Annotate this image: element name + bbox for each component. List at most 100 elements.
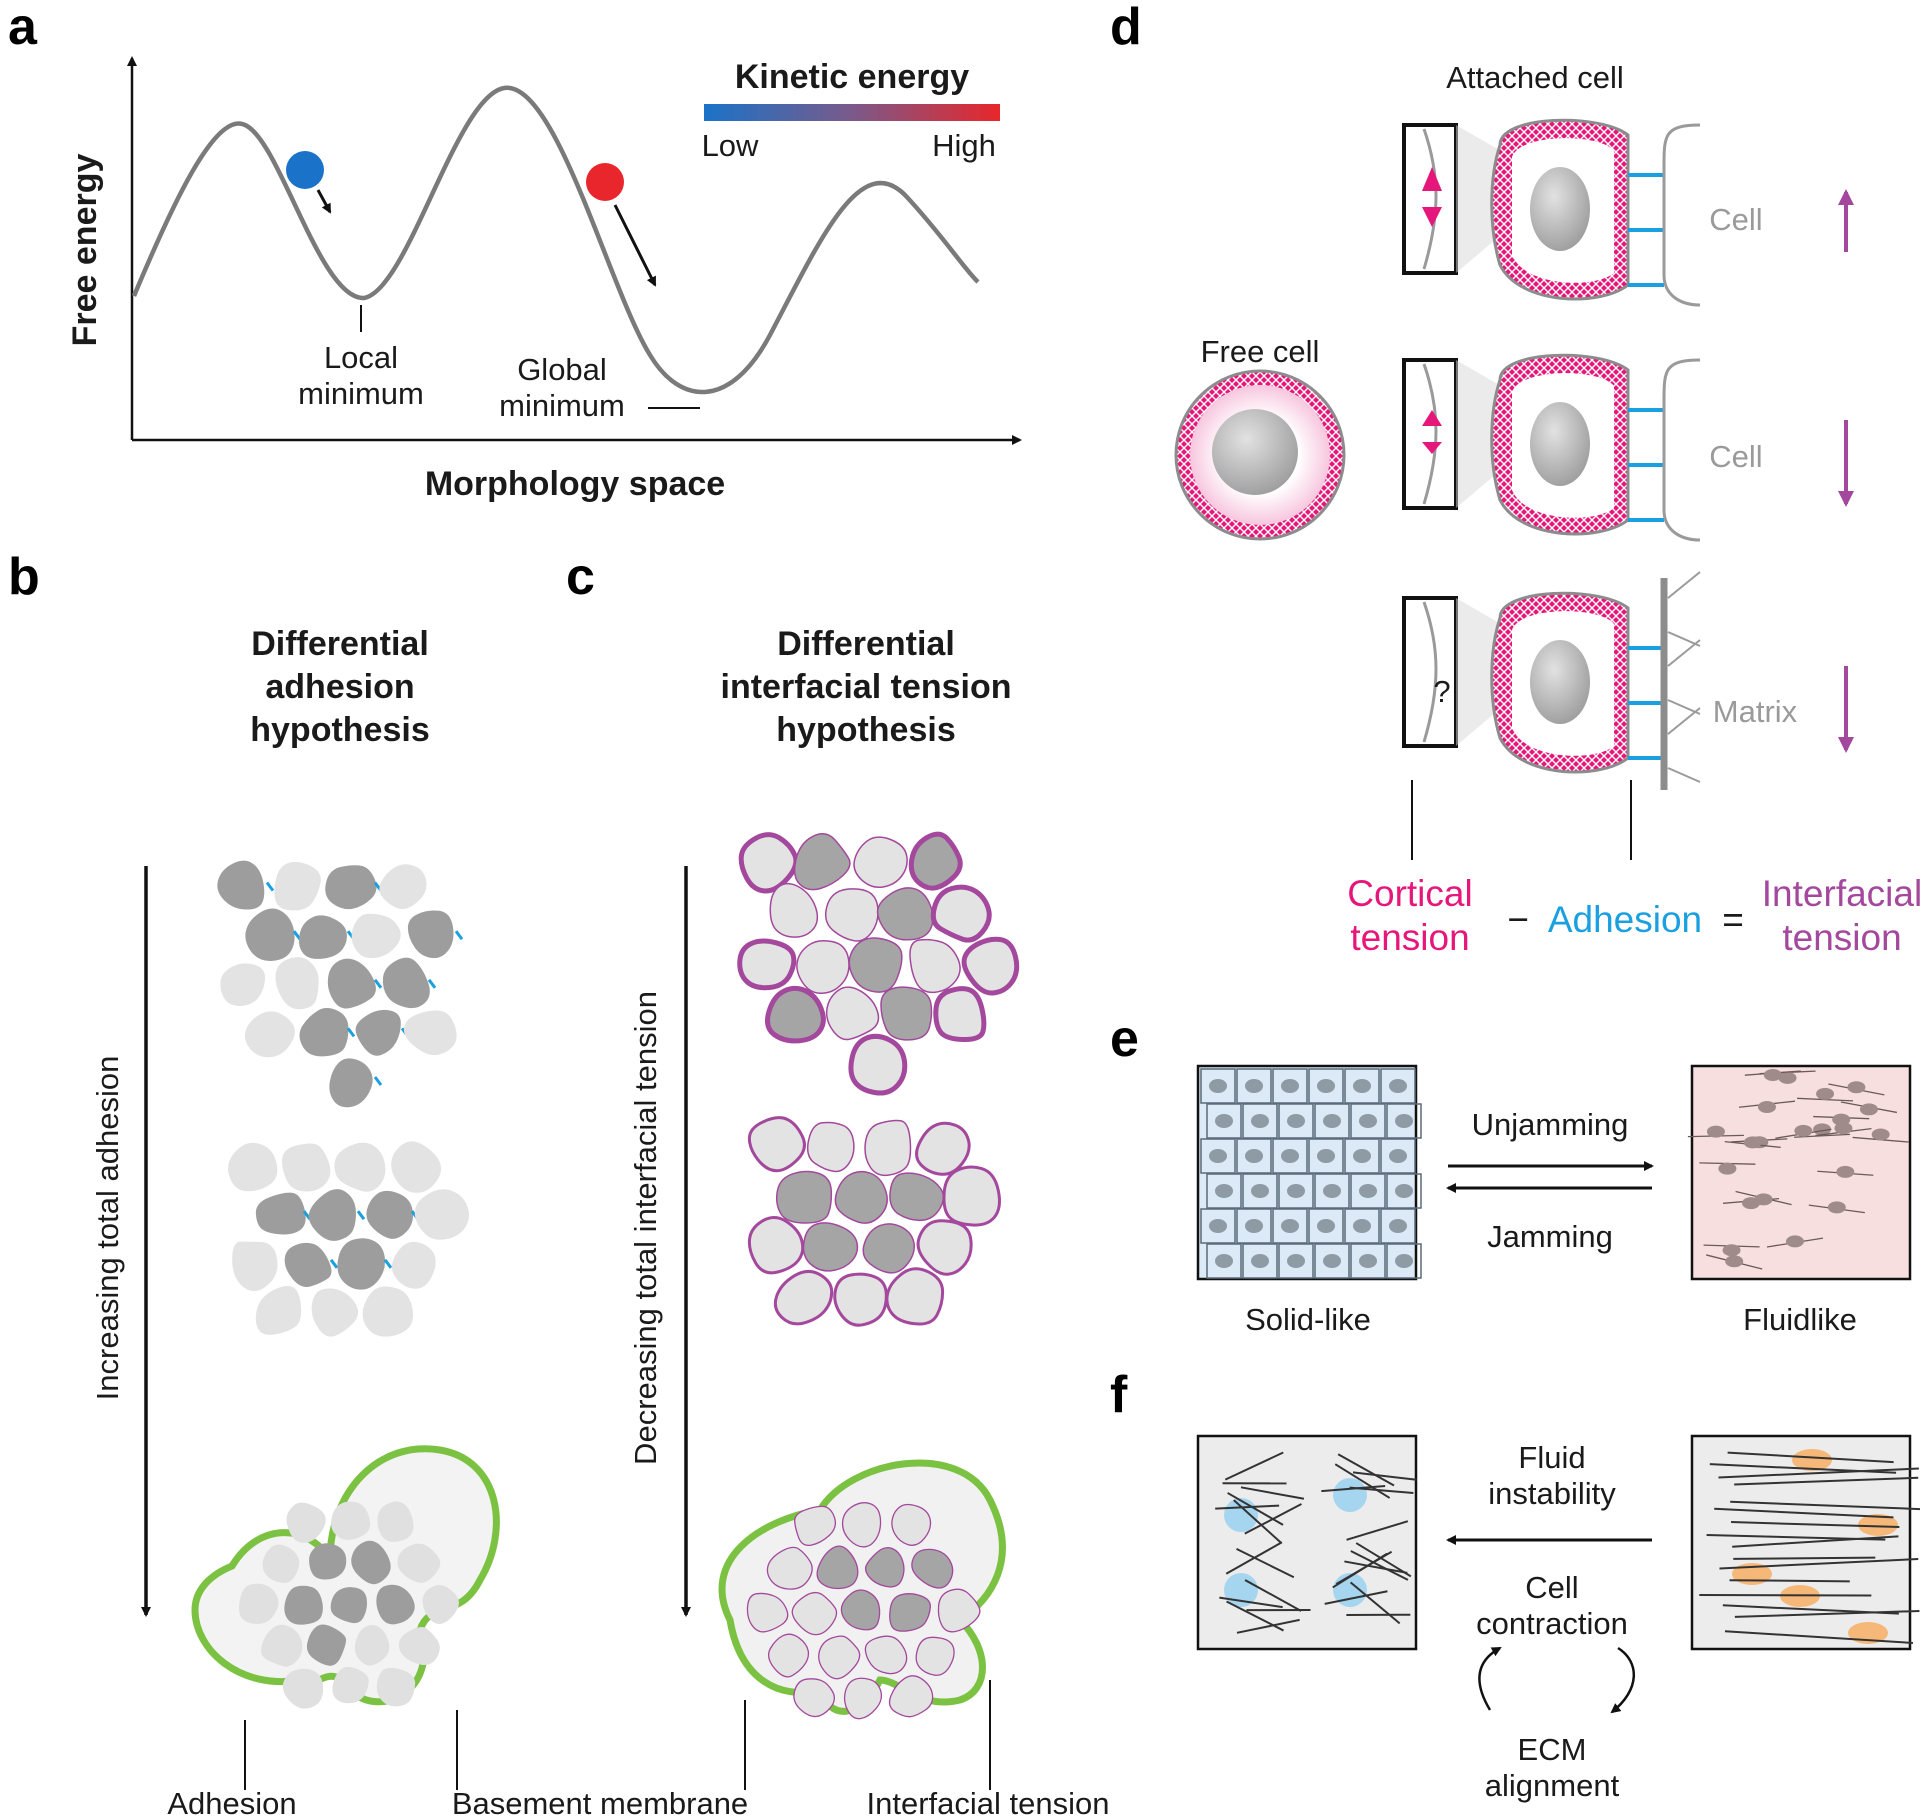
attached-cell-title: Attached cell [1446, 60, 1624, 95]
solid-nucleus [1359, 1184, 1377, 1198]
low-energy-ball [286, 151, 324, 189]
cell [937, 1588, 981, 1633]
interfacial-label-1: Interfacial [1762, 873, 1920, 914]
panel-b-title-2: adhesion [265, 668, 414, 706]
x-axis-label: Morphology space [425, 465, 725, 503]
solid-cell [1242, 1103, 1278, 1139]
cell [746, 1592, 789, 1633]
solid-cell [1386, 1103, 1422, 1139]
cell [793, 1678, 836, 1718]
cell [382, 957, 430, 1009]
feedback-arrow-right [1610, 1646, 1635, 1714]
cell [244, 1011, 295, 1058]
colorbar-low: Low [702, 128, 759, 163]
relaxed-cell [1858, 1514, 1898, 1536]
fluid-nucleus [1827, 1201, 1846, 1214]
solid-cell [1380, 1208, 1416, 1244]
cell [961, 936, 1020, 996]
colorbar-high: High [932, 128, 996, 163]
cell [351, 913, 401, 959]
contracted-ecm [1196, 1434, 1418, 1651]
matrix-fiber [1667, 767, 1701, 783]
global-min-label-2: minimum [499, 388, 625, 423]
cell [848, 1033, 908, 1096]
panel-a-label: a [8, 0, 38, 56]
cell-contraction-1: Cell [1525, 1570, 1578, 1605]
panel-c-title-3: hypothesis [776, 711, 955, 749]
cell [255, 1285, 302, 1335]
cell [245, 908, 295, 961]
panel-d: d Attached cell Free cell Cell Cell Matr… [1110, 0, 1920, 958]
ecm-fiber [1334, 1463, 1391, 1499]
cell [747, 1116, 806, 1173]
adhesion-bond [329, 1258, 339, 1269]
nucleus [1530, 167, 1590, 251]
solid-nucleus [1287, 1254, 1305, 1268]
cell [915, 1636, 955, 1676]
solid-cell [1350, 1243, 1386, 1279]
fluid-nucleus [1722, 1244, 1741, 1257]
low-ball-arrow [316, 189, 332, 214]
ecm-fiber [1734, 1476, 1919, 1486]
high-energy-ball [586, 163, 624, 201]
fluid-nucleus [1725, 1255, 1744, 1268]
tension-arrow-label: Decreasing total interfacial tension [628, 991, 663, 1465]
panel-b-title-3: hypothesis [250, 711, 429, 749]
row2-partner: Cell [1709, 439, 1762, 474]
cell [286, 1502, 326, 1543]
solid-nucleus [1209, 1079, 1227, 1093]
ecm-fiber [1350, 1550, 1409, 1581]
attached-cell-rows [1402, 118, 1701, 790]
solid-nucleus [1251, 1114, 1269, 1128]
ecm-alignment-1: ECM [1518, 1732, 1587, 1767]
solid-cell [1386, 1173, 1422, 1209]
cell [306, 1624, 347, 1666]
adhesion-bond [265, 881, 275, 892]
solid-nucleus [1359, 1114, 1377, 1128]
cell [889, 1172, 945, 1222]
cell [915, 1121, 971, 1176]
ecm-fiber [1718, 1467, 1919, 1479]
panel-e-label: e [1110, 1010, 1139, 1068]
fluid-nucleus [1813, 1123, 1832, 1136]
ecm-fiber [1321, 1484, 1386, 1493]
solid-cell [1236, 1068, 1272, 1104]
solid-nucleus [1323, 1114, 1341, 1128]
panel-c-label: c [566, 548, 595, 606]
cell [377, 1501, 414, 1542]
cell [332, 1666, 369, 1704]
attached-row [1402, 118, 1701, 307]
ecm-fiber [1724, 1630, 1914, 1644]
ecm-fiber [1240, 1486, 1305, 1500]
fluid-nucleus [1836, 1165, 1855, 1178]
solid-nucleus [1395, 1254, 1413, 1268]
solid-cell [1272, 1208, 1308, 1244]
unjamming-label: Unjamming [1472, 1107, 1629, 1142]
solid-cell [1344, 1138, 1380, 1174]
solid-nucleus [1317, 1219, 1335, 1233]
fluid-nucleus [1763, 1069, 1782, 1082]
adhesion-bond [454, 930, 464, 941]
panel-c: c Differential interfacial tension hypot… [566, 548, 1109, 1816]
fluid-nucleus [1718, 1162, 1737, 1175]
membrane-segment [1422, 363, 1438, 505]
y-axis-label: Free energy [66, 154, 104, 347]
partner-cell-edge [1662, 358, 1701, 542]
jamming-label: Jamming [1487, 1219, 1613, 1254]
solid-nucleus [1281, 1149, 1299, 1163]
cell [840, 1589, 881, 1631]
cell [376, 1584, 415, 1625]
cell [824, 888, 879, 942]
high-ball-arrow [613, 204, 657, 287]
cell [414, 1189, 469, 1240]
solid-nucleus [1317, 1149, 1335, 1163]
ecm-fiber [1719, 1558, 1919, 1570]
free-cell [1174, 369, 1346, 541]
cortical-arrow-down [1422, 410, 1442, 426]
adhesion-term: Adhesion [1548, 899, 1702, 940]
adhesion-bond [383, 1258, 393, 1269]
solid-cell [1206, 1173, 1242, 1209]
cell [793, 833, 851, 891]
cell [362, 1286, 414, 1337]
